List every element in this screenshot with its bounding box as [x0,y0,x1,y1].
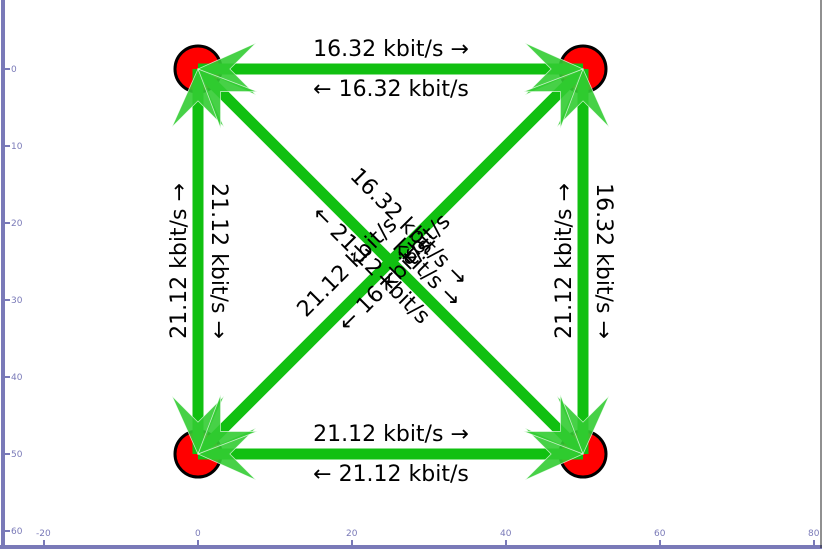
y-tick-label: 50 [11,450,23,460]
edge-label-left-down: 21.12 kbit/s → [206,183,231,339]
x-tick-label: 80 [808,529,820,539]
arrowhead-4b [197,68,258,129]
y-axis-ticks: 0 10 20 30 40 50 60 [5,65,23,537]
x-tick-label: 20 [346,529,358,539]
y-tick-label: 60 [11,527,23,537]
x-tick-label: 0 [195,529,201,539]
x-axis-ticks: -20 0 20 40 60 80 [36,529,820,545]
edge-label-bottom-forward: 21.12 kbit/s → [313,422,469,447]
y-tick-label: 30 [11,296,23,306]
edge-label-bottom-back: ← 21.12 kbit/s [313,462,469,487]
x-tick-label: 60 [654,529,666,539]
edges-layer [171,42,610,481]
y-tick-label: 0 [11,65,17,75]
edge-label-top-forward: 16.32 kbit/s → [313,37,469,62]
x-tick-label: -20 [36,529,51,539]
arrowhead-4a [523,394,584,455]
edge-label-right-down: 16.32 kbit/s → [591,183,616,339]
arrowhead-5b [523,68,584,129]
x-tick-label: 40 [500,529,512,539]
y-tick-label: 10 [11,142,23,152]
edge-B-C [194,65,587,458]
edge-label-left-up: 21.12 kbit/s → [167,183,192,339]
edge-label-right-up: 21.12 kbit/s → [552,183,577,339]
arrowhead-5a [197,394,258,455]
y-tick-label: 20 [11,219,23,229]
edge-label-top-back: ← 16.32 kbit/s [313,77,469,102]
y-tick-label: 40 [11,373,23,383]
